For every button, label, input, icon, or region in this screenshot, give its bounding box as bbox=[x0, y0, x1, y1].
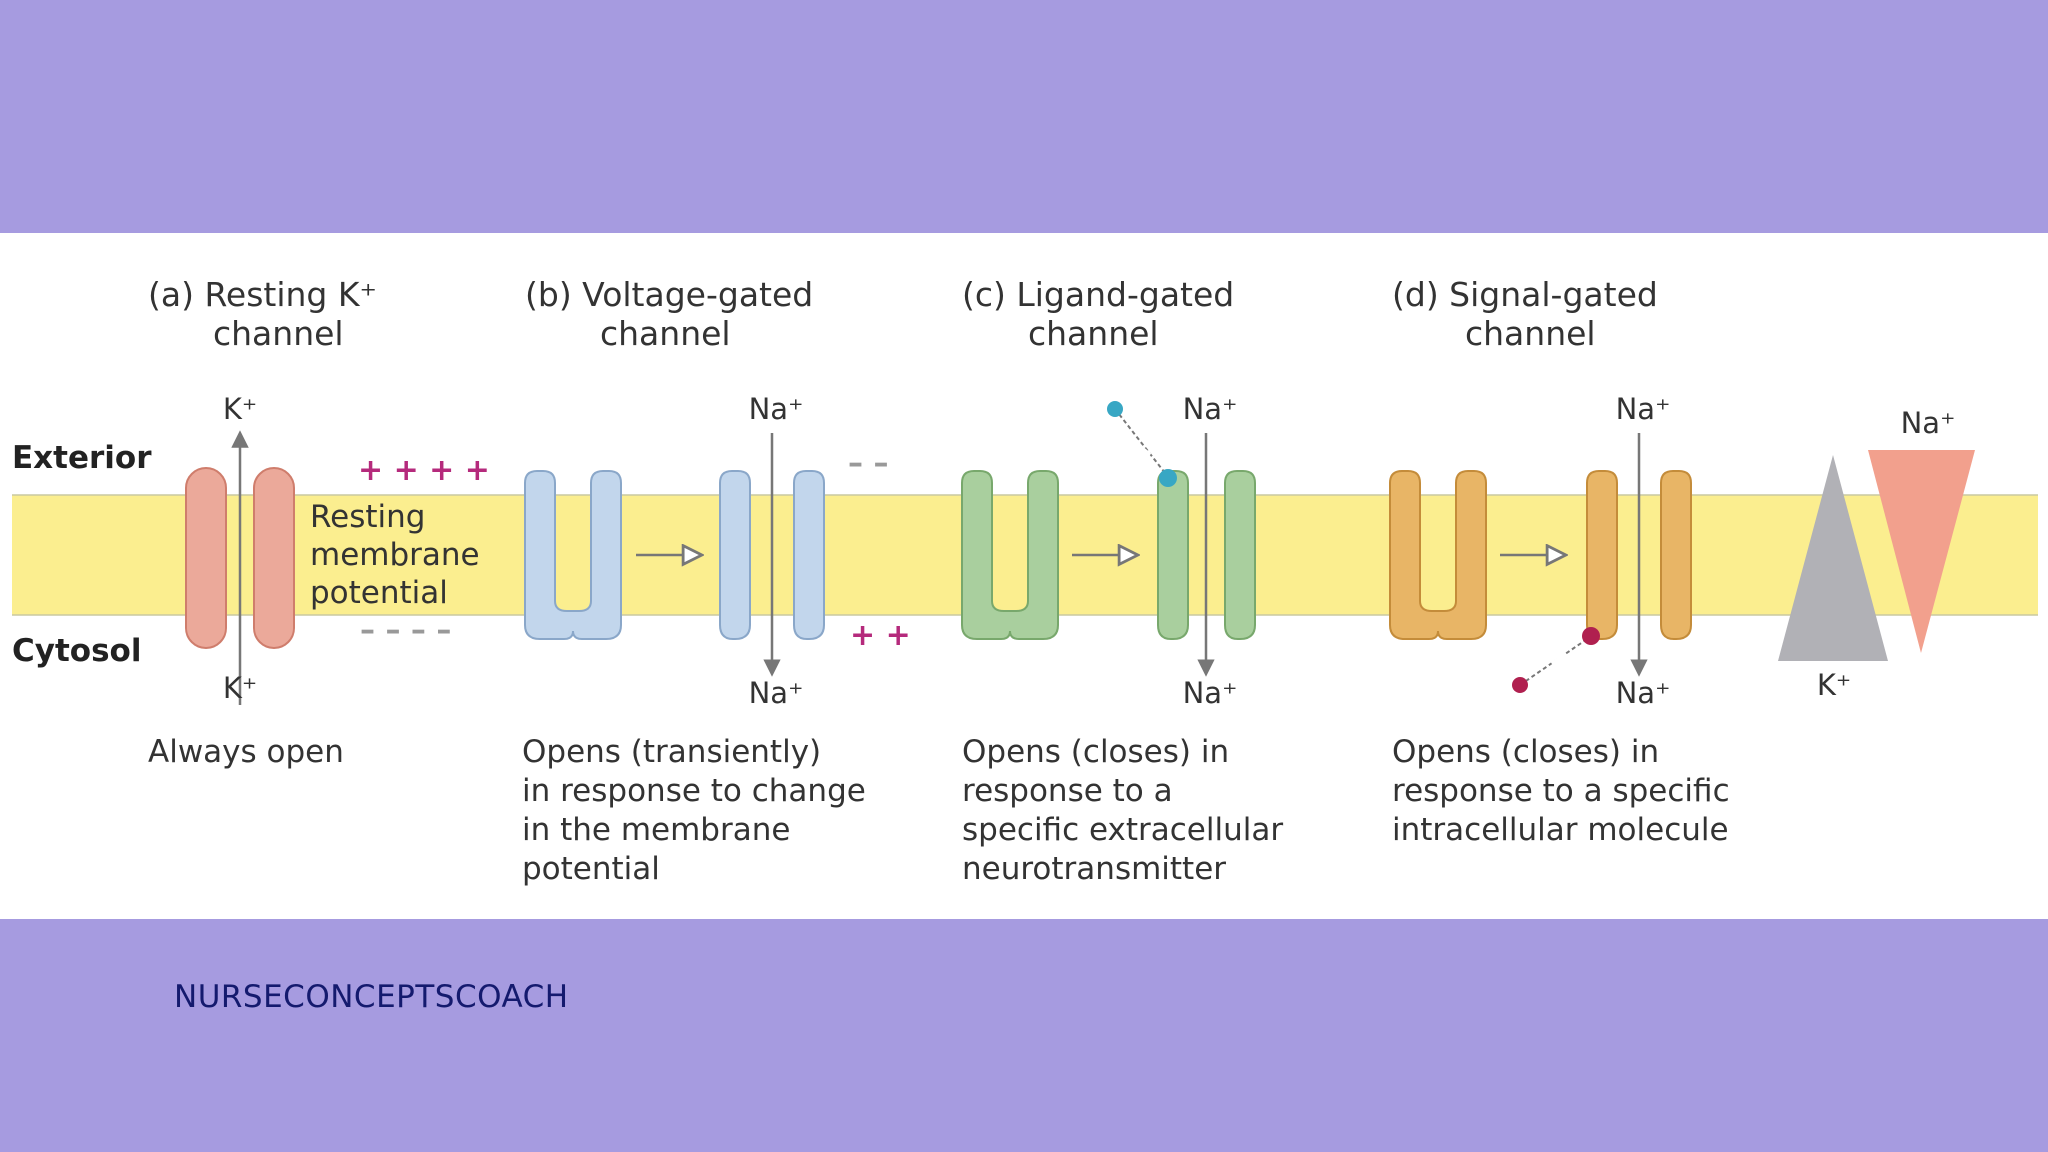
panel-c-caption-line1: Opens (closes) in bbox=[962, 734, 1229, 770]
panel-d-title-line2: channel bbox=[1465, 314, 1596, 353]
panel-b-title-line1: (b) Voltage-gated bbox=[525, 275, 813, 314]
resting-k-channel bbox=[185, 430, 295, 705]
na-gradient-triangle bbox=[1868, 450, 1975, 653]
resting-potential-line1: Resting bbox=[310, 499, 425, 535]
k-gradient-triangle bbox=[1778, 455, 1888, 661]
k-ion-top-label: K⁺ bbox=[223, 392, 257, 426]
panel-c-caption-line4: neurotransmitter bbox=[962, 851, 1226, 887]
panel-c-title-line2: channel bbox=[1028, 314, 1159, 353]
panel-b-caption-line3: in the membrane bbox=[522, 812, 790, 848]
ligand-na-bottom-label: Na⁺ bbox=[1183, 676, 1238, 710]
panel-c-title-line1: (c) Ligand-gated bbox=[962, 275, 1234, 314]
panel-c-caption-line3: specific extracellular bbox=[962, 812, 1283, 848]
signal-gated-channel-open bbox=[1586, 433, 1692, 677]
voltage-na-bottom-label: Na⁺ bbox=[749, 676, 804, 710]
panel-b-caption-line4: potential bbox=[522, 851, 660, 887]
k-ion-bottom-label: K⁺ bbox=[223, 671, 257, 705]
signal-gated-channel-closed bbox=[1389, 470, 1487, 640]
ligand-gated-channel-open bbox=[1157, 433, 1256, 677]
signal-na-top-label: Na⁺ bbox=[1616, 392, 1671, 426]
signal-na-bottom-label: Na⁺ bbox=[1616, 676, 1671, 710]
ligand-molecule bbox=[1107, 401, 1177, 487]
ligand-gated-channel-closed bbox=[961, 470, 1059, 640]
panel-d-caption-line2: response to a specific bbox=[1392, 773, 1730, 809]
panel-d-title-line1: (d) Signal-gated bbox=[1392, 275, 1658, 314]
panel-d-caption-line3: intracellular molecule bbox=[1392, 812, 1729, 848]
exterior-label: Exterior bbox=[12, 440, 152, 476]
panel-d-caption-line1: Opens (closes) in bbox=[1392, 734, 1659, 770]
membrane-band bbox=[12, 495, 2038, 615]
exterior-positive-charges: + + + + bbox=[358, 453, 490, 488]
signal-molecule bbox=[1512, 627, 1600, 693]
resting-potential-line3: potential bbox=[310, 575, 448, 611]
panel-a-title-line1: (a) Resting K⁺ bbox=[148, 275, 377, 314]
panel-b-title-line2: channel bbox=[600, 314, 731, 353]
voltage-gated-channel-open bbox=[719, 433, 825, 677]
cytosol-positive-charges: + + bbox=[850, 618, 911, 653]
panel-c-caption-line2: response to a bbox=[962, 773, 1173, 809]
panel-a-title-line2: channel bbox=[213, 314, 344, 353]
ligand-na-top-label: Na⁺ bbox=[1183, 392, 1238, 426]
panel-b-caption-line2: in response to change bbox=[522, 773, 866, 809]
na-gradient-label: Na⁺ bbox=[1901, 406, 1956, 440]
panel-b-caption-line1: Opens (transiently) bbox=[522, 734, 821, 770]
cytosol-label: Cytosol bbox=[12, 633, 141, 669]
voltage-na-top-label: Na⁺ bbox=[749, 392, 804, 426]
ion-channel-diagram: Exterior Cytosol (a) Resting K⁺ channel … bbox=[12, 275, 2038, 887]
exterior-negative-charges: – – bbox=[848, 446, 888, 481]
panel-a-caption-line1: Always open bbox=[148, 734, 344, 770]
resting-potential-line2: membrane bbox=[310, 537, 480, 573]
voltage-gated-channel-closed bbox=[524, 470, 622, 640]
brand-footer: NURSECONCEPTSCOACH bbox=[174, 979, 569, 1015]
cytosol-negative-charges: – – – – bbox=[360, 613, 451, 648]
diagram-panel: Exterior Cytosol (a) Resting K⁺ channel … bbox=[0, 233, 2048, 919]
k-gradient-label: K⁺ bbox=[1817, 668, 1851, 702]
